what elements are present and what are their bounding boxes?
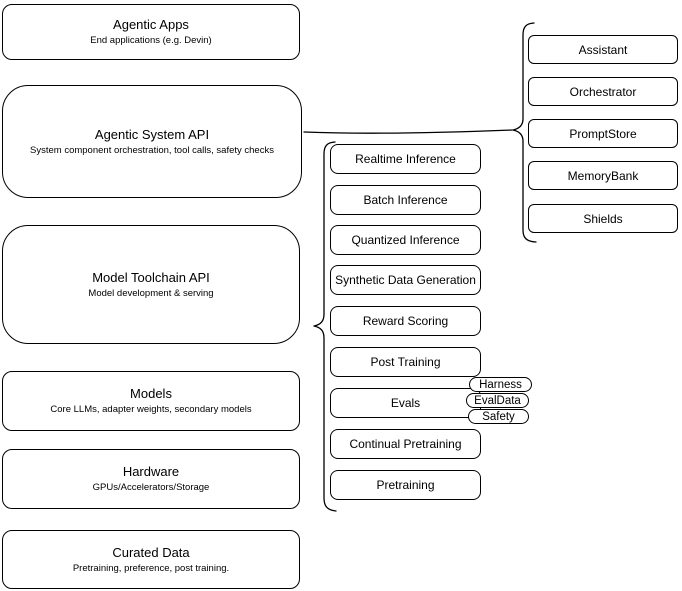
pill-evaldata: EvalData <box>466 393 529 408</box>
system-item-shields: Shields <box>528 204 678 233</box>
toolchain-item-evals: Evals <box>330 388 481 418</box>
toolchain-item-post-training: Post Training <box>330 347 481 377</box>
box-title: Agentic Apps <box>113 17 189 32</box>
box-subtitle: Model development & serving <box>88 287 214 299</box>
box-subtitle: GPUs/Accelerators/Storage <box>92 482 210 493</box>
box-models: Models Core LLMs, adapter weights, secon… <box>2 371 300 431</box>
box-title: Model Toolchain API <box>92 269 210 285</box>
system-api-connector-line <box>303 129 513 134</box>
box-title: Hardware <box>122 464 180 479</box>
box-title: Models <box>130 386 172 401</box>
box-subtitle: End applications (e.g. Devin) <box>90 35 212 46</box>
system-item-memorybank: MemoryBank <box>528 161 678 190</box>
toolchain-item-continual-pretraining: Continual Pretraining <box>330 429 481 459</box>
box-hardware: Hardware GPUs/Accelerators/Storage <box>2 449 300 509</box>
toolchain-item-reward-scoring: Reward Scoring <box>330 306 481 336</box>
toolchain-item-realtime-inference: Realtime Inference <box>330 144 481 174</box>
box-agentic-apps: Agentic Apps End applications (e.g. Devi… <box>2 4 300 60</box>
pill-safety: Safety <box>468 409 529 424</box>
box-title: Curated Data <box>112 544 190 560</box>
pill-harness: Harness <box>469 377 532 392</box>
box-subtitle: Core LLMs, adapter weights, secondary mo… <box>50 404 252 415</box>
system-item-assistant: Assistant <box>528 35 678 64</box>
box-subtitle: Pretraining, preference, post training. <box>72 562 230 574</box>
toolchain-item-quantized-inference: Quantized Inference <box>330 225 481 255</box>
box-subtitle: System component orchestration, tool cal… <box>30 144 274 156</box>
toolchain-item-batch-inference: Batch Inference <box>330 185 481 215</box>
box-model-toolchain-api: Model Toolchain API Model development & … <box>2 225 300 344</box>
box-agentic-system-api: Agentic System API System component orch… <box>2 85 302 198</box>
box-title: Agentic System API <box>94 126 210 142</box>
box-curated-data: Curated Data Pretraining, preference, po… <box>2 530 300 589</box>
system-item-orchestrator: Orchestrator <box>528 77 678 106</box>
toolchain-item-pretraining: Pretraining <box>330 470 481 500</box>
system-item-promptstore: PromptStore <box>528 119 678 148</box>
toolchain-item-synthetic-data-generation: Synthetic Data Generation <box>330 265 481 295</box>
